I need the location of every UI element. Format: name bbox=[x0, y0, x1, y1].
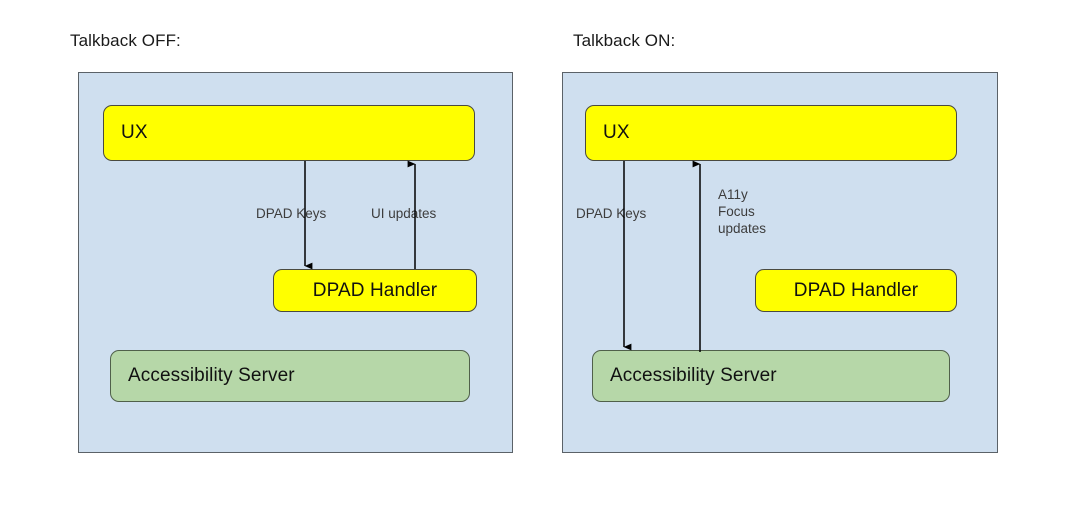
edge-label-a11y-line-1: A11y bbox=[718, 187, 748, 202]
node-ux-off-label: UX bbox=[121, 122, 148, 143]
node-dpad-handler-off[interactable]: DPAD Handler bbox=[273, 269, 477, 312]
node-ux-on[interactable]: UX bbox=[585, 105, 957, 161]
edge-label-a11y-line-3: updates bbox=[718, 221, 767, 236]
edge-label-a11y-focus-updates-on: A11y Focus updates bbox=[718, 186, 766, 237]
node-dpad-handler-off-label: DPAD Handler bbox=[312, 279, 438, 301]
node-dpad-handler-on[interactable]: DPAD Handler bbox=[755, 269, 957, 312]
panel-title-talkback-on: Talkback ON: bbox=[573, 31, 676, 50]
node-ux-off[interactable]: UX bbox=[103, 105, 475, 161]
edge-label-dpad-keys-on: DPAD Keys bbox=[576, 206, 647, 221]
panel-title-talkback-off: Talkback OFF: bbox=[70, 31, 181, 50]
edge-label-dpad-keys-off: DPAD Keys bbox=[256, 206, 327, 221]
node-ux-on-label: UX bbox=[603, 122, 630, 143]
edge-label-a11y-line-2: Focus bbox=[718, 204, 755, 219]
node-accessibility-server-off[interactable]: Accessibility Server bbox=[110, 350, 470, 402]
node-accessibility-server-on-label: Accessibility Server bbox=[610, 365, 777, 386]
edge-label-ui-updates-off: UI updates bbox=[371, 206, 437, 221]
node-accessibility-server-off-label: Accessibility Server bbox=[128, 365, 295, 386]
node-accessibility-server-on[interactable]: Accessibility Server bbox=[592, 350, 950, 402]
node-dpad-handler-on-label: DPAD Handler bbox=[793, 279, 919, 301]
